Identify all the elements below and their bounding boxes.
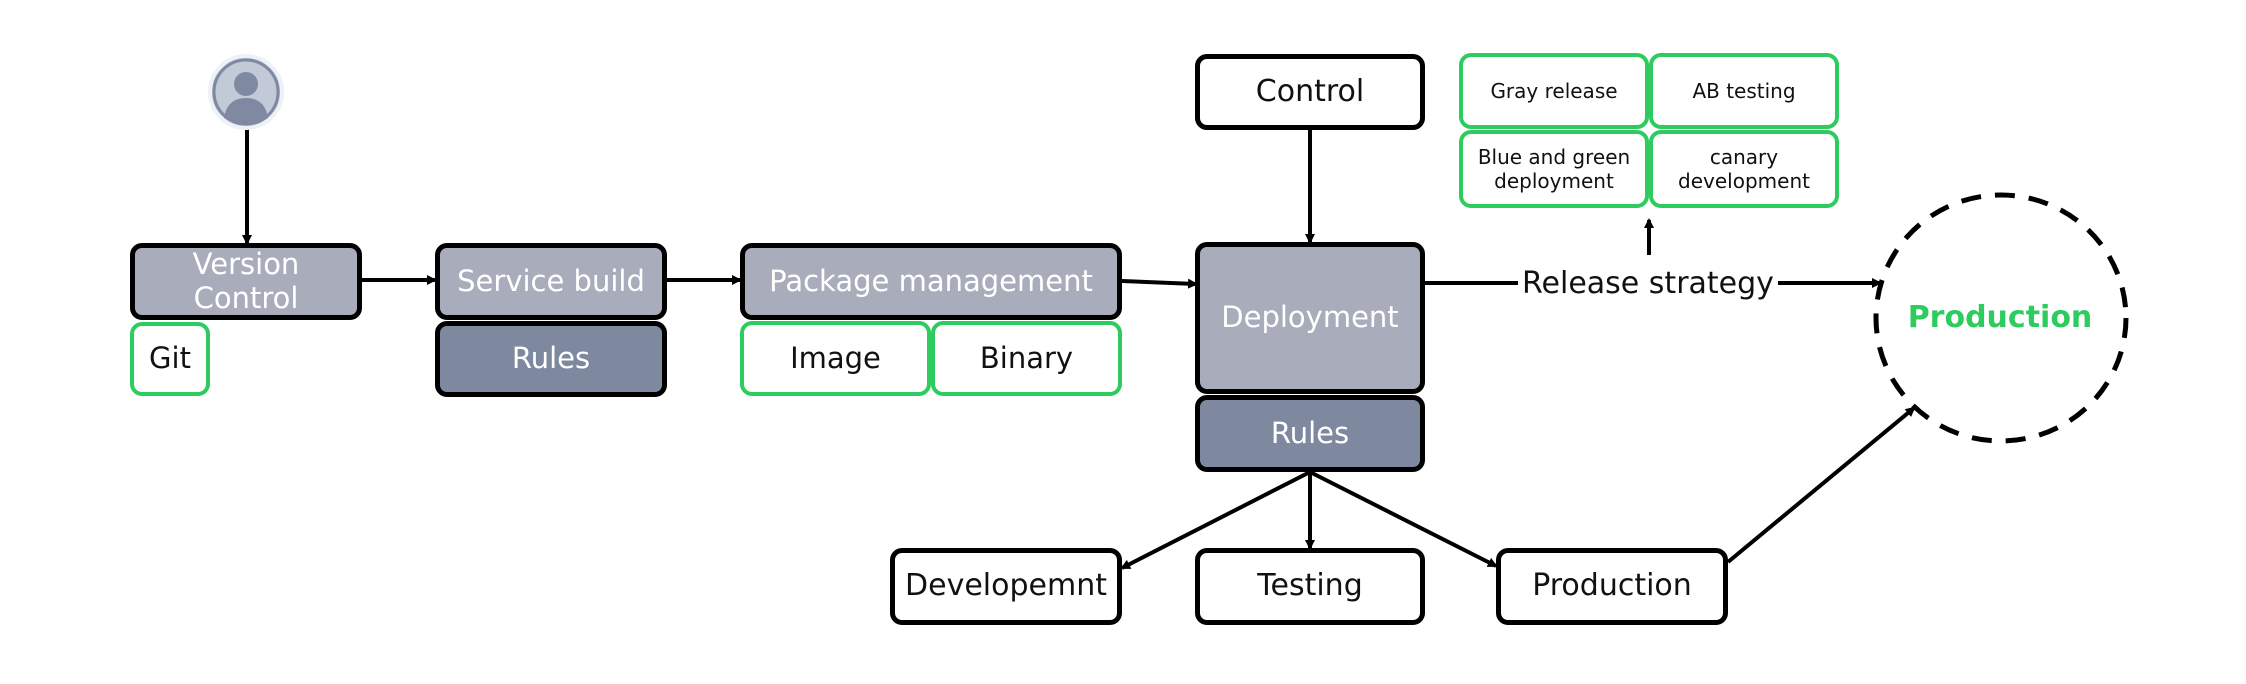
control-box[interactable]: Control [1195,54,1425,130]
ab-testing-box[interactable]: AB testing [1649,53,1839,129]
git-label: Git [149,341,191,376]
arrow-rules-to-production-env [1309,470,1498,568]
user-avatar-icon [208,54,284,130]
version-control-box[interactable]: Version Control [130,243,362,320]
testing-box[interactable]: Testing [1195,548,1425,625]
arrow-package-to-deployment [1121,278,1198,289]
production-env-label: Production [1532,568,1692,604]
git-box[interactable]: Git [130,322,210,396]
version-control-label: Version Control [192,247,300,315]
canary-label: canary development [1678,145,1810,193]
canary-box[interactable]: canary development [1649,130,1839,208]
deploy-rules-box[interactable]: Rules [1195,395,1425,472]
deploy-rules-label: Rules [1270,415,1350,450]
blue-green-label: Blue and green deployment [1477,145,1631,193]
package-management-label: Package management [769,263,1093,298]
image-box[interactable]: Image [740,321,931,396]
development-box[interactable]: Developemnt [890,548,1122,625]
image-label: Image [790,340,881,375]
development-label: Developemnt [905,568,1107,604]
release-strategy-label: Release strategy [1518,262,1778,306]
build-rules-label: Rules [511,341,591,376]
deployment-box[interactable]: Deployment [1195,242,1425,394]
build-rules-box[interactable]: Rules [435,321,667,397]
binary-label: Binary [979,340,1074,375]
package-management-box[interactable]: Package management [740,243,1122,320]
ab-testing-label: AB testing [1692,79,1796,103]
control-label: Control [1255,73,1365,109]
arrow-production-env-to-target [1726,406,1916,564]
production-env-box[interactable]: Production [1496,548,1728,625]
testing-label: Testing [1257,568,1363,604]
arrow-rules-to-development [1120,470,1311,570]
gray-release-box[interactable]: Gray release [1459,53,1649,129]
deployment-label: Deployment [1221,300,1399,335]
production-target-label: Production [1907,300,2093,335]
production-target-circle [1873,192,2129,444]
service-build-label: Service build [457,263,645,298]
gray-release-label: Gray release [1490,79,1618,103]
blue-green-box[interactable]: Blue and green deployment [1459,130,1649,208]
binary-box[interactable]: Binary [931,321,1122,396]
service-build-box[interactable]: Service build [435,243,667,320]
